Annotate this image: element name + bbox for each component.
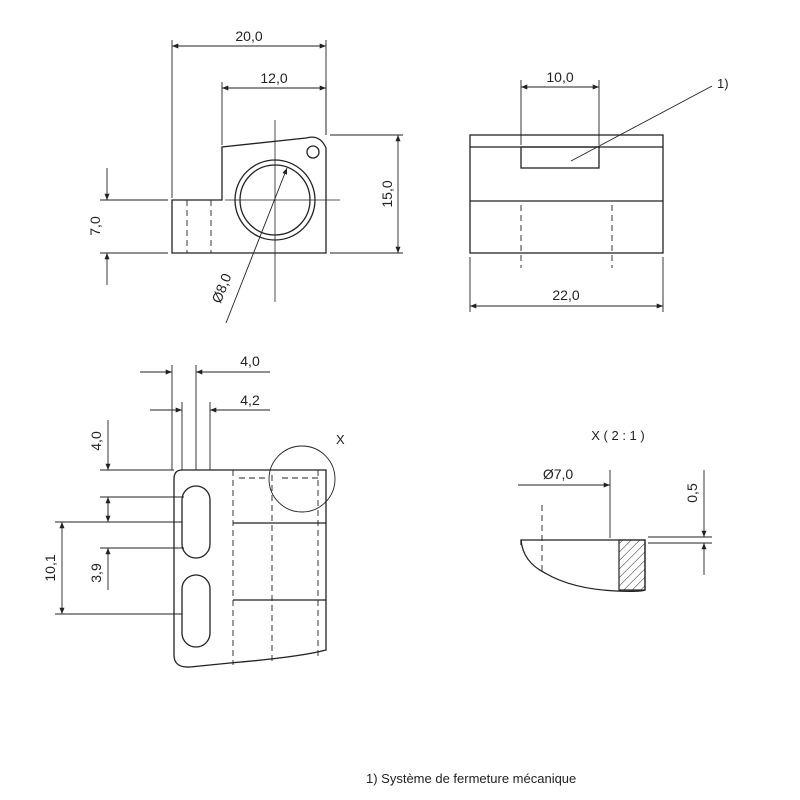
detail-title: X ( 2 : 1 ): [591, 428, 644, 443]
top-view: X 4,0 4,2 4,0 3,9 10,1: [42, 353, 345, 668]
slot-lower: [181, 574, 211, 648]
diameter-leader: [225, 167, 288, 324]
locking-element: [520, 146, 600, 169]
dim-height-3-9: 3,9: [88, 563, 104, 583]
detail-view: X ( 2 : 1 ) Ø7,0 0,5: [518, 428, 712, 592]
dim-height-10-1: 10,1: [42, 554, 58, 581]
dim-width-10: 10,0: [546, 69, 573, 85]
side-view: 10,0 1) 22,0: [469, 69, 729, 312]
dim-height-15: 15,0: [379, 180, 395, 207]
dim-height-4-0: 4,0: [88, 431, 104, 451]
detail-circle: [268, 445, 336, 513]
dim-width-4-0: 4,0: [240, 353, 260, 369]
callout-leader: [570, 85, 713, 162]
pin-hole: [306, 145, 320, 159]
footnote-text: 1) Système de fermeture mécanique: [366, 771, 576, 786]
slot-upper: [181, 485, 211, 559]
dim-height-7: 7,0: [87, 216, 103, 236]
front-view-outline: [171, 136, 327, 254]
dim-diameter-7: Ø7,0: [543, 466, 574, 482]
detail-marker-label: X: [336, 432, 345, 447]
dim-diameter-8: Ø8,0: [208, 271, 234, 305]
front-view: 20,0 12,0 7,0 15,0 Ø8,0: [87, 28, 403, 324]
top-view-outline: [173, 469, 327, 668]
callout-1-label: 1): [717, 76, 729, 91]
dim-width-22: 22,0: [552, 287, 579, 303]
hatched-section: [618, 539, 646, 591]
dim-height-0-5: 0,5: [684, 483, 700, 503]
dim-width-12: 12,0: [260, 70, 287, 86]
detail-outline: [520, 539, 646, 592]
dim-width-4-2: 4,2: [240, 392, 260, 408]
dim-width-20: 20,0: [235, 28, 262, 44]
side-view-outline: [469, 134, 664, 254]
